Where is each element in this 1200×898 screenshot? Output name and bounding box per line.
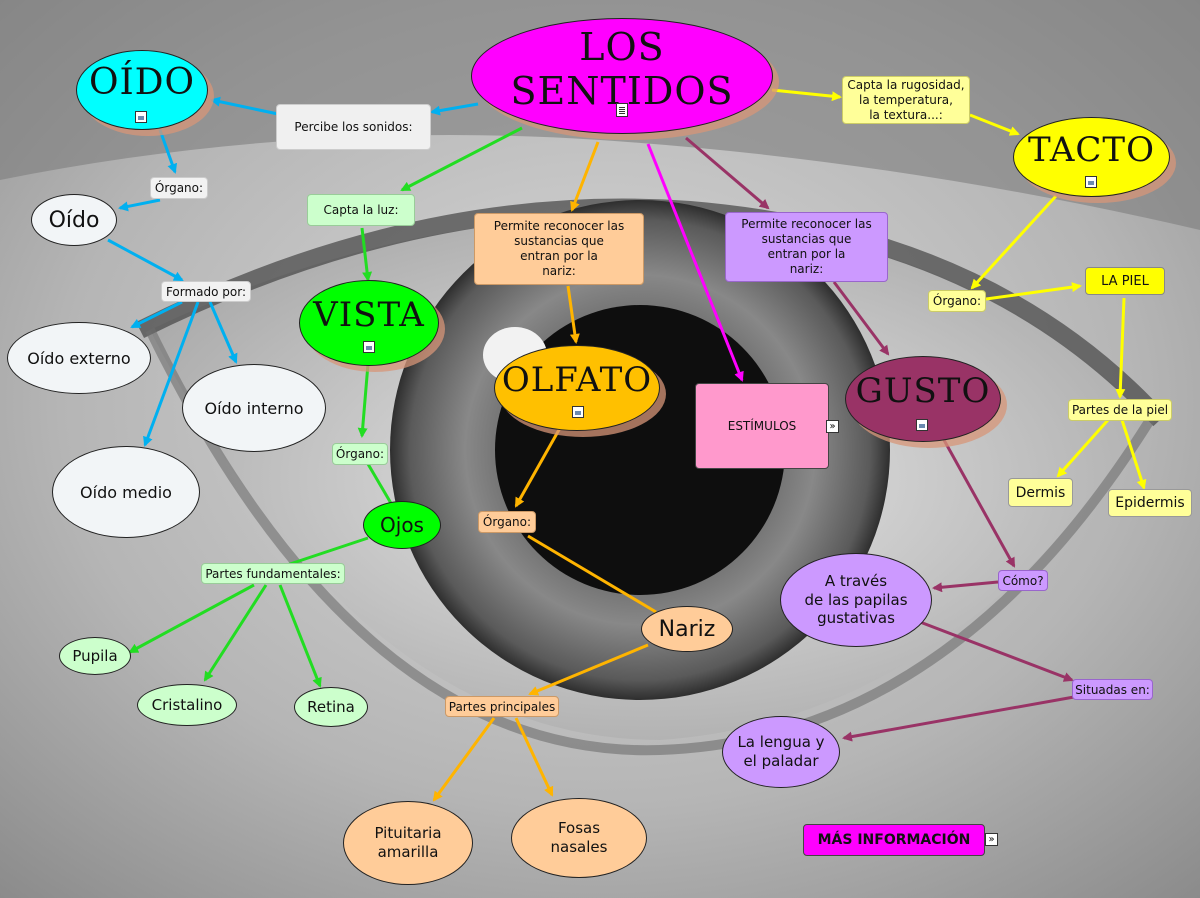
node-lengua[interactable]: La lengua y el paladar — [722, 716, 840, 788]
organo-oido-label: Órgano: — [154, 181, 204, 195]
node-capta-rugosidad[interactable]: Capta la rugosidad, la temperatura, la t… — [842, 76, 970, 124]
node-permite-olfato[interactable]: Permite reconocer las sustancias que ent… — [474, 213, 644, 285]
olfato-label: OLFATO — [501, 360, 653, 400]
image-icon[interactable] — [1085, 176, 1097, 188]
node-organo-tacto[interactable]: Órgano: — [928, 290, 986, 312]
mas-info-label: MÁS INFORMACIÓN — [817, 832, 971, 848]
node-partes-fundamentales[interactable]: Partes fundamentales: — [201, 563, 345, 584]
mas-informacion-button[interactable]: MÁS INFORMACIÓN — [803, 824, 985, 856]
node-oido[interactable]: OÍDO — [76, 50, 208, 130]
document-icon[interactable] — [616, 103, 628, 117]
lengua-label: La lengua y el paladar — [737, 733, 825, 770]
organo-tacto-label: Órgano: — [932, 294, 982, 308]
node-la-piel[interactable]: LA PIEL — [1085, 267, 1165, 295]
papilas-label: A través de las papilas gustativas — [804, 571, 908, 628]
node-papilas[interactable]: A través de las papilas gustativas — [780, 553, 932, 647]
organo-olfato-label: Órgano: — [482, 515, 532, 529]
image-icon[interactable] — [572, 406, 584, 418]
como-label: Cómo? — [1002, 573, 1044, 588]
node-oido-medio[interactable]: Oído medio — [52, 446, 200, 538]
node-organo-olfato[interactable]: Órgano: — [478, 511, 536, 533]
node-situadas[interactable]: Situadas en: — [1072, 679, 1153, 700]
node-epidermis[interactable]: Epidermis — [1108, 489, 1192, 517]
node-retina[interactable]: Retina — [294, 687, 368, 727]
arrow-link-icon[interactable]: » — [826, 420, 839, 433]
node-ojos[interactable]: Ojos — [363, 501, 441, 549]
la-piel-label: LA PIEL — [1101, 273, 1149, 289]
nariz-label: Nariz — [658, 616, 716, 642]
pupila-label: Pupila — [72, 647, 118, 665]
node-pituitaria[interactable]: Pituitaria amarilla — [343, 801, 473, 885]
node-como[interactable]: Cómo? — [998, 570, 1048, 591]
capta-luz-label: Capta la luz: — [323, 203, 399, 217]
node-organo-oido[interactable]: Órgano: — [150, 177, 208, 199]
estimulos-label: ESTÍMULOS — [727, 419, 797, 433]
oido-interno-label: Oído interno — [204, 398, 304, 418]
node-vista[interactable]: VISTA — [299, 280, 439, 366]
ojos-label: Ojos — [380, 513, 424, 537]
root-label: LOS SENTIDOS — [510, 25, 734, 113]
organo-vista-label: Órgano: — [335, 447, 385, 461]
gusto-label: GUSTO — [855, 371, 991, 411]
permite-gusto-label: Permite reconocer las sustancias que ent… — [741, 217, 872, 276]
partes-princ-label: Partes principales — [448, 699, 556, 714]
image-icon[interactable] — [363, 341, 375, 353]
node-tacto[interactable]: TACTO — [1013, 117, 1170, 197]
cristalino-label: Cristalino — [151, 696, 223, 714]
vista-label: VISTA — [313, 295, 425, 335]
node-partes-piel[interactable]: Partes de la piel — [1068, 399, 1172, 421]
node-gusto[interactable]: GUSTO — [845, 356, 1001, 442]
node-formado-por[interactable]: Formado por: — [161, 281, 251, 302]
image-icon[interactable] — [916, 419, 928, 431]
node-oido-organ[interactable]: Oído — [31, 194, 117, 246]
node-dermis[interactable]: Dermis — [1008, 478, 1073, 507]
node-estimulos[interactable]: ESTÍMULOS — [695, 383, 829, 469]
pituitaria-label: Pituitaria amarilla — [374, 824, 442, 861]
node-cristalino[interactable]: Cristalino — [137, 684, 237, 726]
node-oido-interno[interactable]: Oído interno — [182, 364, 326, 452]
tacto-label: TACTO — [1028, 130, 1155, 170]
formado-label: Formado por: — [165, 284, 247, 299]
node-organo-vista[interactable]: Órgano: — [332, 443, 388, 465]
node-fosas[interactable]: Fosas nasales — [511, 798, 647, 878]
node-pupila[interactable]: Pupila — [59, 637, 131, 675]
oido-medio-label: Oído medio — [80, 482, 172, 502]
arrow-link-icon[interactable]: » — [985, 833, 998, 846]
node-capta-luz[interactable]: Capta la luz: — [307, 194, 415, 226]
percibe-label: Percibe los sonidos: — [294, 120, 413, 134]
node-partes-principales[interactable]: Partes principales — [445, 696, 559, 717]
node-olfato[interactable]: OLFATO — [494, 345, 660, 431]
image-icon[interactable] — [135, 111, 147, 123]
root-node-los-sentidos[interactable]: LOS SENTIDOS — [471, 18, 773, 134]
oido-label: OÍDO — [88, 61, 196, 103]
oido-externo-label: Oído externo — [27, 348, 131, 368]
node-percibe-sonidos[interactable]: Percibe los sonidos: — [276, 104, 431, 150]
oido-organ-label: Oído — [48, 207, 100, 233]
permite-olfato-label: Permite reconocer las sustancias que ent… — [493, 219, 625, 278]
epidermis-label: Epidermis — [1115, 495, 1185, 511]
node-permite-gusto[interactable]: Permite reconocer las sustancias que ent… — [725, 212, 888, 282]
situadas-label: Situadas en: — [1075, 682, 1150, 697]
partes-piel-label: Partes de la piel — [1071, 403, 1169, 417]
dermis-label: Dermis — [1015, 484, 1066, 501]
node-nariz[interactable]: Nariz — [641, 606, 733, 652]
partes-fund-label: Partes fundamentales: — [205, 566, 341, 581]
node-oido-externo[interactable]: Oído externo — [7, 322, 151, 394]
capta-rug-label: Capta la rugosidad, la temperatura, la t… — [847, 77, 965, 122]
fosas-label: Fosas nasales — [550, 819, 608, 856]
retina-label: Retina — [307, 698, 355, 716]
